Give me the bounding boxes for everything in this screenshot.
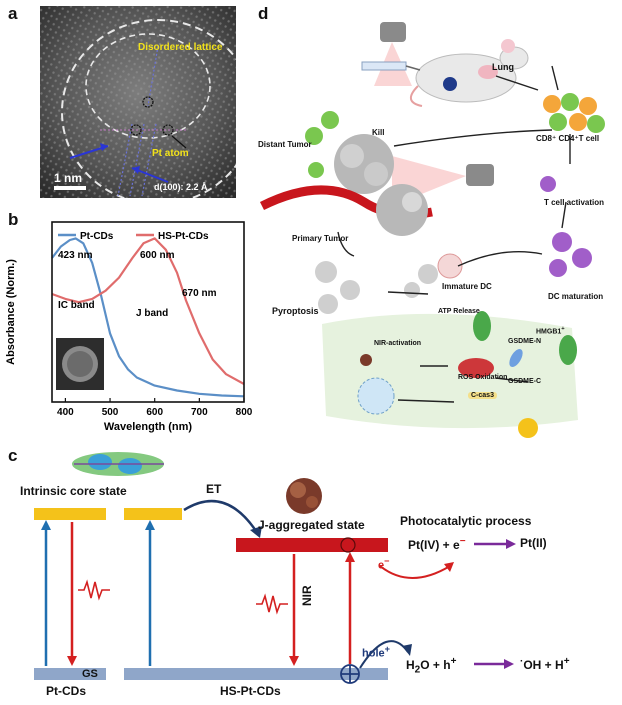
hmgb1-sup: +: [561, 326, 565, 332]
immature-dc-label: Immature DC: [442, 282, 492, 291]
distant-tumor-image: [305, 111, 394, 194]
chart-y-axis-label: Absorbance (Norm.): [5, 259, 17, 365]
pt-reduction-left: Pt(IV) + e−: [408, 536, 466, 552]
proton-sup: +: [563, 656, 570, 667]
annotation-423: 423 nm: [58, 250, 93, 261]
t-cell-activation-label: T cell activation: [544, 198, 605, 207]
water-h: H: [406, 658, 415, 672]
hole-sup: +: [384, 644, 390, 654]
hole-text: hole: [362, 647, 385, 660]
core-state-bar-pt-cds: [34, 508, 106, 520]
j-aggregated-state-label: J-aggregated state: [258, 518, 365, 532]
dendritic-cells: [437, 176, 592, 279]
tem-image-svg: [40, 6, 255, 205]
j-aggregate-image: [286, 478, 322, 514]
x-tick-label-700: 700: [191, 407, 208, 418]
mouse-image: [410, 39, 529, 107]
mechanism-schematic-svg: [259, 22, 605, 438]
syringe-image: [361, 61, 421, 71]
pyroptosis-cells: [315, 261, 438, 314]
gs-bar-pt-cds: [34, 668, 106, 680]
chart-inset-image: [56, 338, 104, 390]
legend-text-hs-pt-cds: HS-Pt-CDs: [158, 231, 209, 242]
disordered-lattice-label: Disordered lattice: [138, 42, 223, 53]
scale-bar-label: 1 nm: [54, 171, 83, 185]
energy-diagram: Intrinsic core state ET J-aggregated sta…: [0, 440, 622, 700]
x-tick-label-800: 800: [236, 407, 253, 418]
water-reaction: H2O + h+: [406, 656, 456, 675]
hmgb1-text: HMGB1: [536, 328, 562, 336]
primary-tumor-image: [259, 184, 433, 236]
x-tick-label-400: 400: [57, 407, 74, 418]
chart-frame: [51, 221, 245, 403]
hydroxyl-text: OH + H: [523, 658, 564, 672]
lung-label: Lung: [492, 62, 514, 72]
j-aggregate-bar: [236, 538, 388, 552]
pt-reduction-right: Pt(II): [520, 536, 547, 550]
pt-reduction-left-text: Pt(IV) + e: [408, 538, 460, 552]
e-minus-sup: −: [384, 556, 390, 566]
annotation-j-band: J band: [136, 308, 168, 319]
kill-label: Kill: [372, 128, 385, 137]
pyroptosis-label: Pyroptosis: [272, 306, 319, 316]
energy-diagram-svg: [34, 452, 516, 684]
series-line-pt-cds: [51, 237, 245, 398]
core-state-bar-hs-pt-cds: [124, 508, 182, 520]
nir-label: NIR: [300, 585, 314, 606]
molecular-orbital-image: [72, 452, 164, 476]
panel-letter-c: c: [8, 446, 18, 465]
chart-x-axis-label: Wavelength (nm): [104, 421, 193, 433]
t-cell-label: CD8⁺ CD4⁺T cell: [536, 134, 600, 143]
water-h-sup: +: [450, 656, 457, 667]
x-tick-label-500: 500: [102, 407, 119, 418]
pt-reduction-e-sup: −: [459, 536, 466, 547]
atp-release-label: ATP Release: [438, 308, 480, 315]
gsdme-n-label: GSDME-N: [508, 338, 542, 345]
tem-image: Disordered lattice Pt atom 1 nm d(100): …: [40, 6, 255, 205]
nir-activation-label: NIR-activation: [374, 340, 422, 347]
panel-letter-b: b: [8, 210, 19, 229]
distant-tumor-label: Distant Tumor: [258, 140, 312, 149]
e-minus-text: e: [378, 559, 385, 572]
pt-cds-label: Pt-CDs: [46, 684, 87, 698]
intrinsic-core-state-label: Intrinsic core state: [20, 484, 127, 498]
panel-letter-a: a: [8, 4, 18, 23]
c-cas3-label: C-cas3: [468, 392, 497, 399]
hs-pt-cds-label: HS-Pt-CDs: [220, 684, 281, 698]
dc-maturation-label: DC maturation: [548, 292, 604, 301]
primary-tumor-label: Primary Tumor: [292, 234, 349, 243]
ros-oxidation-label: ROS Oxidation: [458, 374, 508, 381]
pt-atom-label: Pt atom: [152, 148, 189, 159]
intracellular-items: [357, 311, 577, 438]
gs-label: GS: [82, 668, 98, 680]
photocatalytic-process-label: Photocatalytic process: [400, 514, 532, 528]
hmgb1-label: HMGB1+: [536, 326, 565, 335]
water-sub-2: 2: [414, 664, 421, 676]
x-tick-label-600: 600: [146, 407, 163, 418]
legend-text-pt-cds: Pt-CDs: [80, 231, 114, 242]
t-cell-cluster: [543, 93, 605, 133]
water-o-h: O + h: [420, 658, 451, 672]
hydroxyl-product: ·OH + H+: [520, 656, 570, 672]
annotation-600: 600 nm: [140, 250, 175, 261]
hole-label: hole+: [362, 644, 390, 660]
laser-top: [374, 22, 412, 86]
gs-bar-hs-pt-cds: [124, 668, 388, 680]
gsdme-c-label: GSDME-C: [508, 378, 542, 385]
et-label: ET: [206, 482, 222, 496]
series-line-hs-pt-cds: [51, 237, 245, 385]
chart-legend: Pt-CDs HS-Pt-CDs: [58, 231, 209, 242]
e-minus-label: e−: [378, 556, 389, 572]
mechanism-schematic: Lung CD8⁺ CD4⁺T cell Kill Distant Tumor …: [252, 6, 620, 438]
annotation-ic-band: IC band: [58, 300, 95, 311]
d-spacing-label: d(100): 2.2 Å: [154, 182, 208, 192]
radical-dot: ·: [520, 656, 524, 667]
annotation-670: 670 nm: [182, 288, 217, 299]
panel-letter-d: d: [258, 4, 269, 23]
